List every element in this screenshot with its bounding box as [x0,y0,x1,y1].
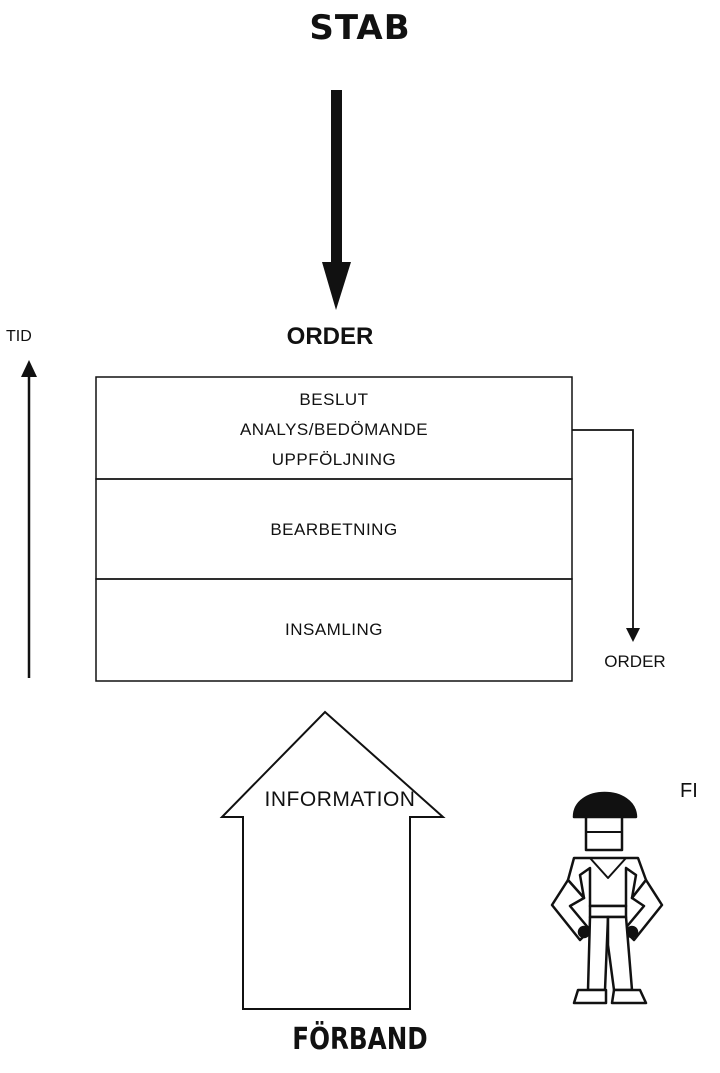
stab-label: STAB [309,8,411,48]
stack-middle-label: BEARBETNING [270,520,398,539]
figure-caption: FI [680,780,698,802]
right-order-arrow [572,429,640,642]
top-order-label: ORDER [286,323,374,350]
information-label: INFORMATION [264,788,416,811]
information-up-arrow [219,710,446,1010]
time-axis-arrow [21,360,37,678]
stack-top-line-2: ANALYS/BEDÖMANDE [239,420,429,439]
stack-bottom-label: INSAMLING [284,620,384,639]
forband-label: FÖRBAND [292,1022,428,1057]
stack-top-line-3: UPPFÖLJNING [271,450,397,469]
stab-down-arrow [322,90,351,310]
stack-top-line-1: BESLUT [299,390,369,409]
soldier-figure [550,791,664,1005]
time-axis-label: TID [6,328,32,345]
bottom-stack-box [95,578,573,682]
right-order-label: ORDER [604,652,666,671]
